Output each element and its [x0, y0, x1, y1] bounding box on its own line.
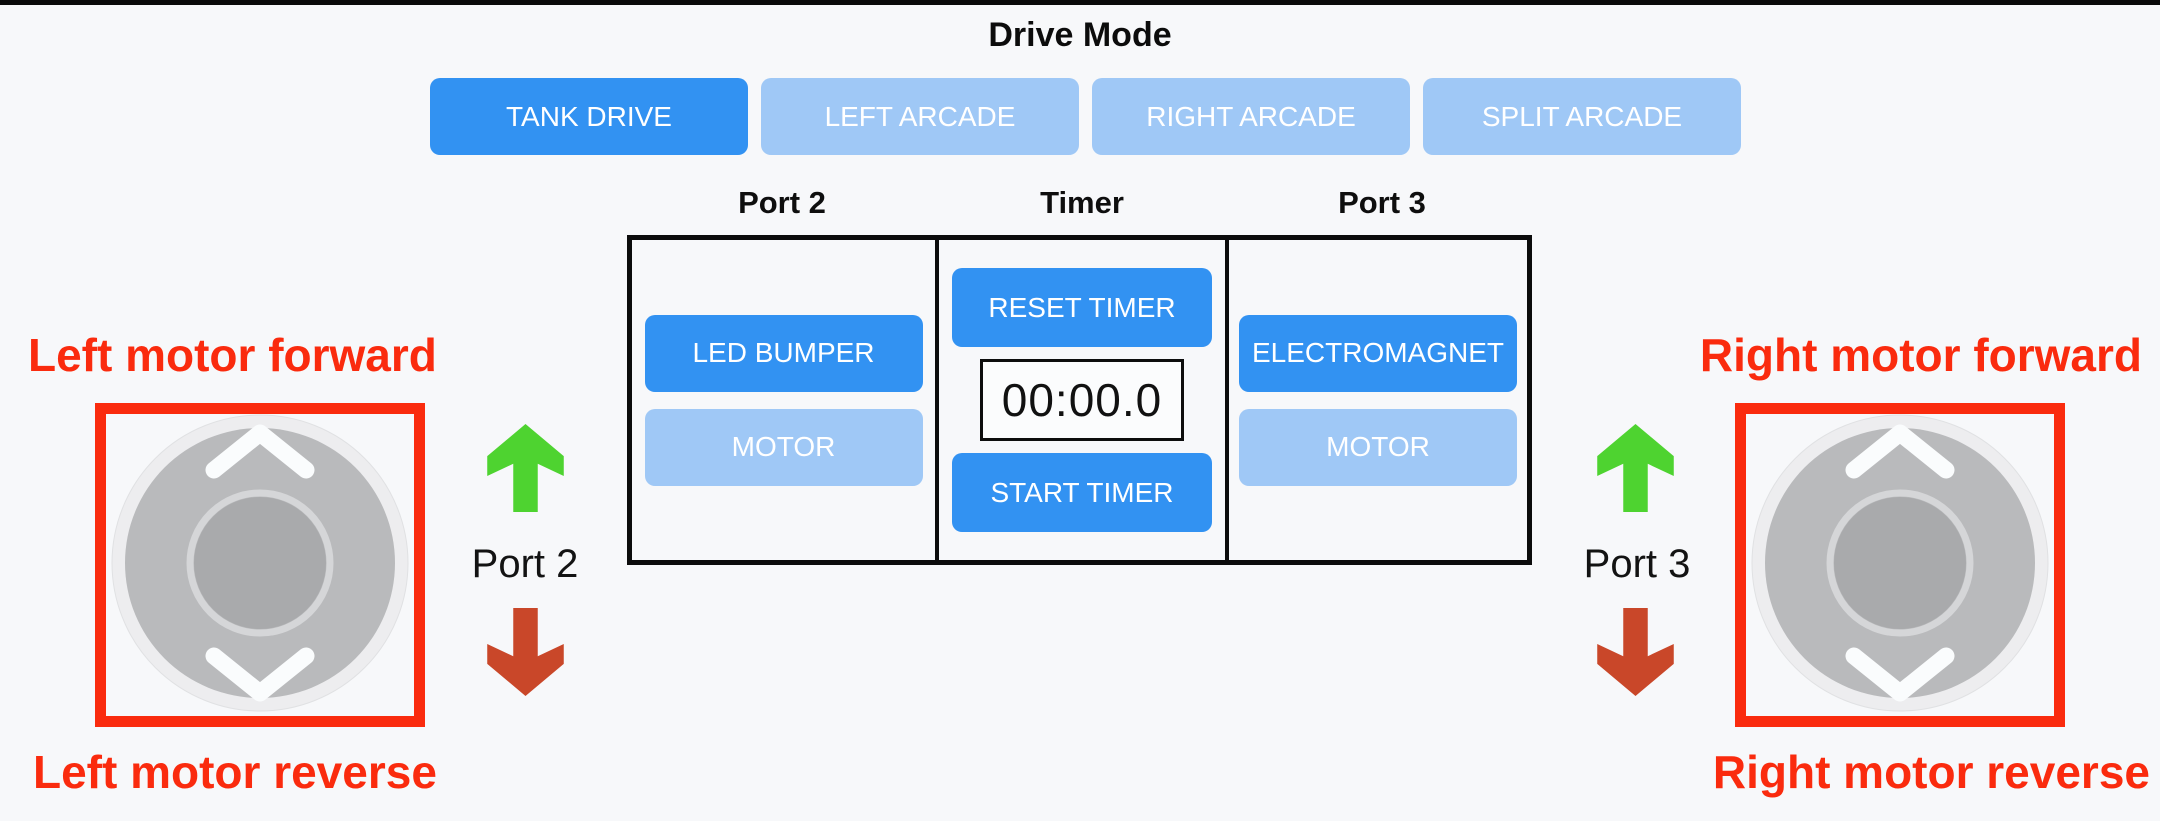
down-arrow-icon — [1597, 608, 1674, 696]
port3-column: ELECTROMAGNET MOTOR — [1229, 240, 1527, 560]
left-motor-forward-label: Left motor forward — [28, 329, 437, 381]
port3-motor-button[interactable]: MOTOR — [1239, 408, 1517, 486]
port2-column-header: Port 2 — [738, 185, 826, 220]
right-joystick-knob[interactable] — [1834, 497, 1966, 629]
port2-motor-button[interactable]: MOTOR — [644, 408, 923, 486]
right-motor-reverse-label: Right motor reverse — [1712, 746, 2150, 798]
timer-display: 00:00.0 — [980, 359, 1184, 441]
chevron-up-icon — [1845, 424, 1955, 479]
timer-column-header: Timer — [1040, 185, 1124, 220]
port3-column-header: Port 3 — [1338, 185, 1426, 220]
right-joystick-highlight-frame — [1735, 403, 2065, 727]
port2-column: LED BUMPER MOTOR — [632, 240, 935, 560]
left-joystick[interactable] — [110, 413, 410, 713]
left-motor-reverse-label: Left motor reverse — [33, 746, 437, 798]
top-black-bar — [0, 0, 2160, 5]
chevron-down-icon — [1845, 647, 1955, 702]
drive-mode-title: Drive Mode — [988, 16, 1172, 54]
right-joystick-knob-ring — [1826, 489, 1974, 637]
left-port-label: Port 2 — [471, 542, 579, 586]
reset-timer-button[interactable]: RESET TIMER — [952, 268, 1212, 347]
left-joystick-knob-ring — [186, 489, 334, 637]
left-joystick-knob[interactable] — [194, 497, 326, 629]
right-motor-forward-label: Right motor forward — [1699, 329, 2142, 381]
left-arcade-button[interactable]: LEFT ARCADE — [761, 78, 1079, 155]
tank-drive-button[interactable]: TANK DRIVE — [430, 78, 748, 155]
up-arrow-icon — [487, 424, 564, 512]
down-arrow-icon — [487, 608, 564, 696]
chevron-down-icon — [205, 647, 315, 702]
drive-mode-button-group: TANK DRIVE LEFT ARCADE RIGHT ARCADE SPLI… — [430, 78, 1741, 155]
timer-column: RESET TIMER 00:00.0 START TIMER — [935, 240, 1229, 560]
right-joystick[interactable] — [1750, 413, 2050, 713]
right-arcade-button[interactable]: RIGHT ARCADE — [1092, 78, 1410, 155]
led-bumper-button[interactable]: LED BUMPER — [644, 314, 923, 392]
start-timer-button[interactable]: START TIMER — [952, 453, 1212, 532]
up-arrow-icon — [1597, 424, 1674, 512]
left-joystick-highlight-frame — [95, 403, 425, 727]
electromagnet-button[interactable]: ELECTROMAGNET — [1239, 314, 1517, 392]
split-arcade-button[interactable]: SPLIT ARCADE — [1423, 78, 1741, 155]
accessory-panel: LED BUMPER MOTOR RESET TIMER 00:00.0 STA… — [627, 235, 1532, 565]
right-port-label: Port 3 — [1583, 542, 1691, 586]
chevron-up-icon — [205, 424, 315, 479]
